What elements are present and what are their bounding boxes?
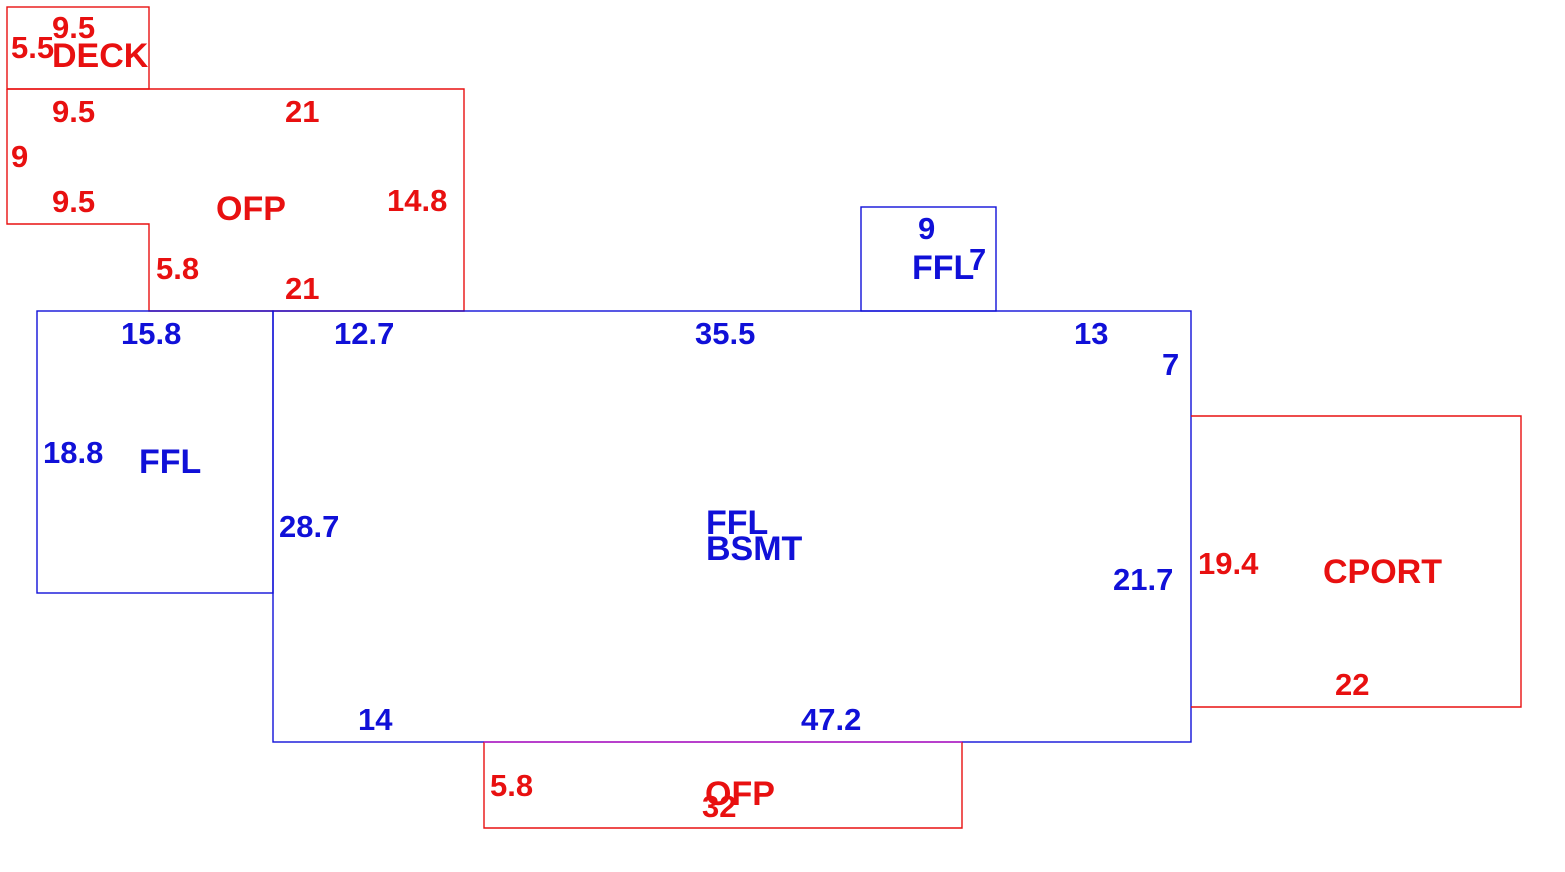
main-dim-f: 21.7 xyxy=(1113,562,1173,597)
ofp-top-dim-b: 21 xyxy=(285,94,319,129)
ffl-left-dim-b: 18.8 xyxy=(43,435,103,470)
ffl-left-label: FFL xyxy=(139,443,201,481)
ofp-bottom-label: OFP xyxy=(705,775,775,813)
main-dim-g: 14 xyxy=(358,702,393,737)
cport-outline xyxy=(1191,415,1522,708)
ofp-top-dim-a: 9.5 xyxy=(52,94,95,129)
ffl-small-dim-b: 7 xyxy=(969,242,986,277)
deck-label: DECK xyxy=(52,37,149,75)
ofp-bottom-outline xyxy=(483,742,963,829)
ofp-top-label: OFP xyxy=(216,190,286,228)
ffl-left-dim-a: 15.8 xyxy=(121,316,181,351)
main-dim-h: 47.2 xyxy=(801,702,861,737)
ofp-top-dim-c: 9 xyxy=(11,139,28,174)
ofp-top-dim-e: 14.8 xyxy=(387,183,447,218)
main-dim-e: 28.7 xyxy=(279,509,339,544)
ffl-small-dim-a: 9 xyxy=(918,211,935,246)
deck-dim-top: 9.5 xyxy=(52,10,95,45)
main-label-bsmt: BSMT xyxy=(706,530,803,568)
main-dim-b: 35.5 xyxy=(695,316,755,351)
ffl-small-label: FFL xyxy=(912,249,974,287)
ofp-bottom-dim-b: 32 xyxy=(702,789,736,824)
main-dim-c: 13 xyxy=(1074,316,1108,351)
ofp-top-dim-f: 5.8 xyxy=(156,251,199,286)
main-label-ffl: FFL xyxy=(706,504,768,542)
cport-dim-a: 19.4 xyxy=(1198,546,1259,581)
cport-label: CPORT xyxy=(1323,553,1442,591)
ofp-top-dim-g: 21 xyxy=(285,271,319,306)
main-dim-a: 12.7 xyxy=(334,316,394,351)
ofp-bottom-dim-a: 5.8 xyxy=(490,768,533,803)
cport-dim-b: 22 xyxy=(1335,667,1369,702)
ofp-top-dim-d: 9.5 xyxy=(52,184,95,219)
deck-dim-left: 5.5 xyxy=(11,30,54,65)
main-dim-d: 7 xyxy=(1162,347,1179,382)
